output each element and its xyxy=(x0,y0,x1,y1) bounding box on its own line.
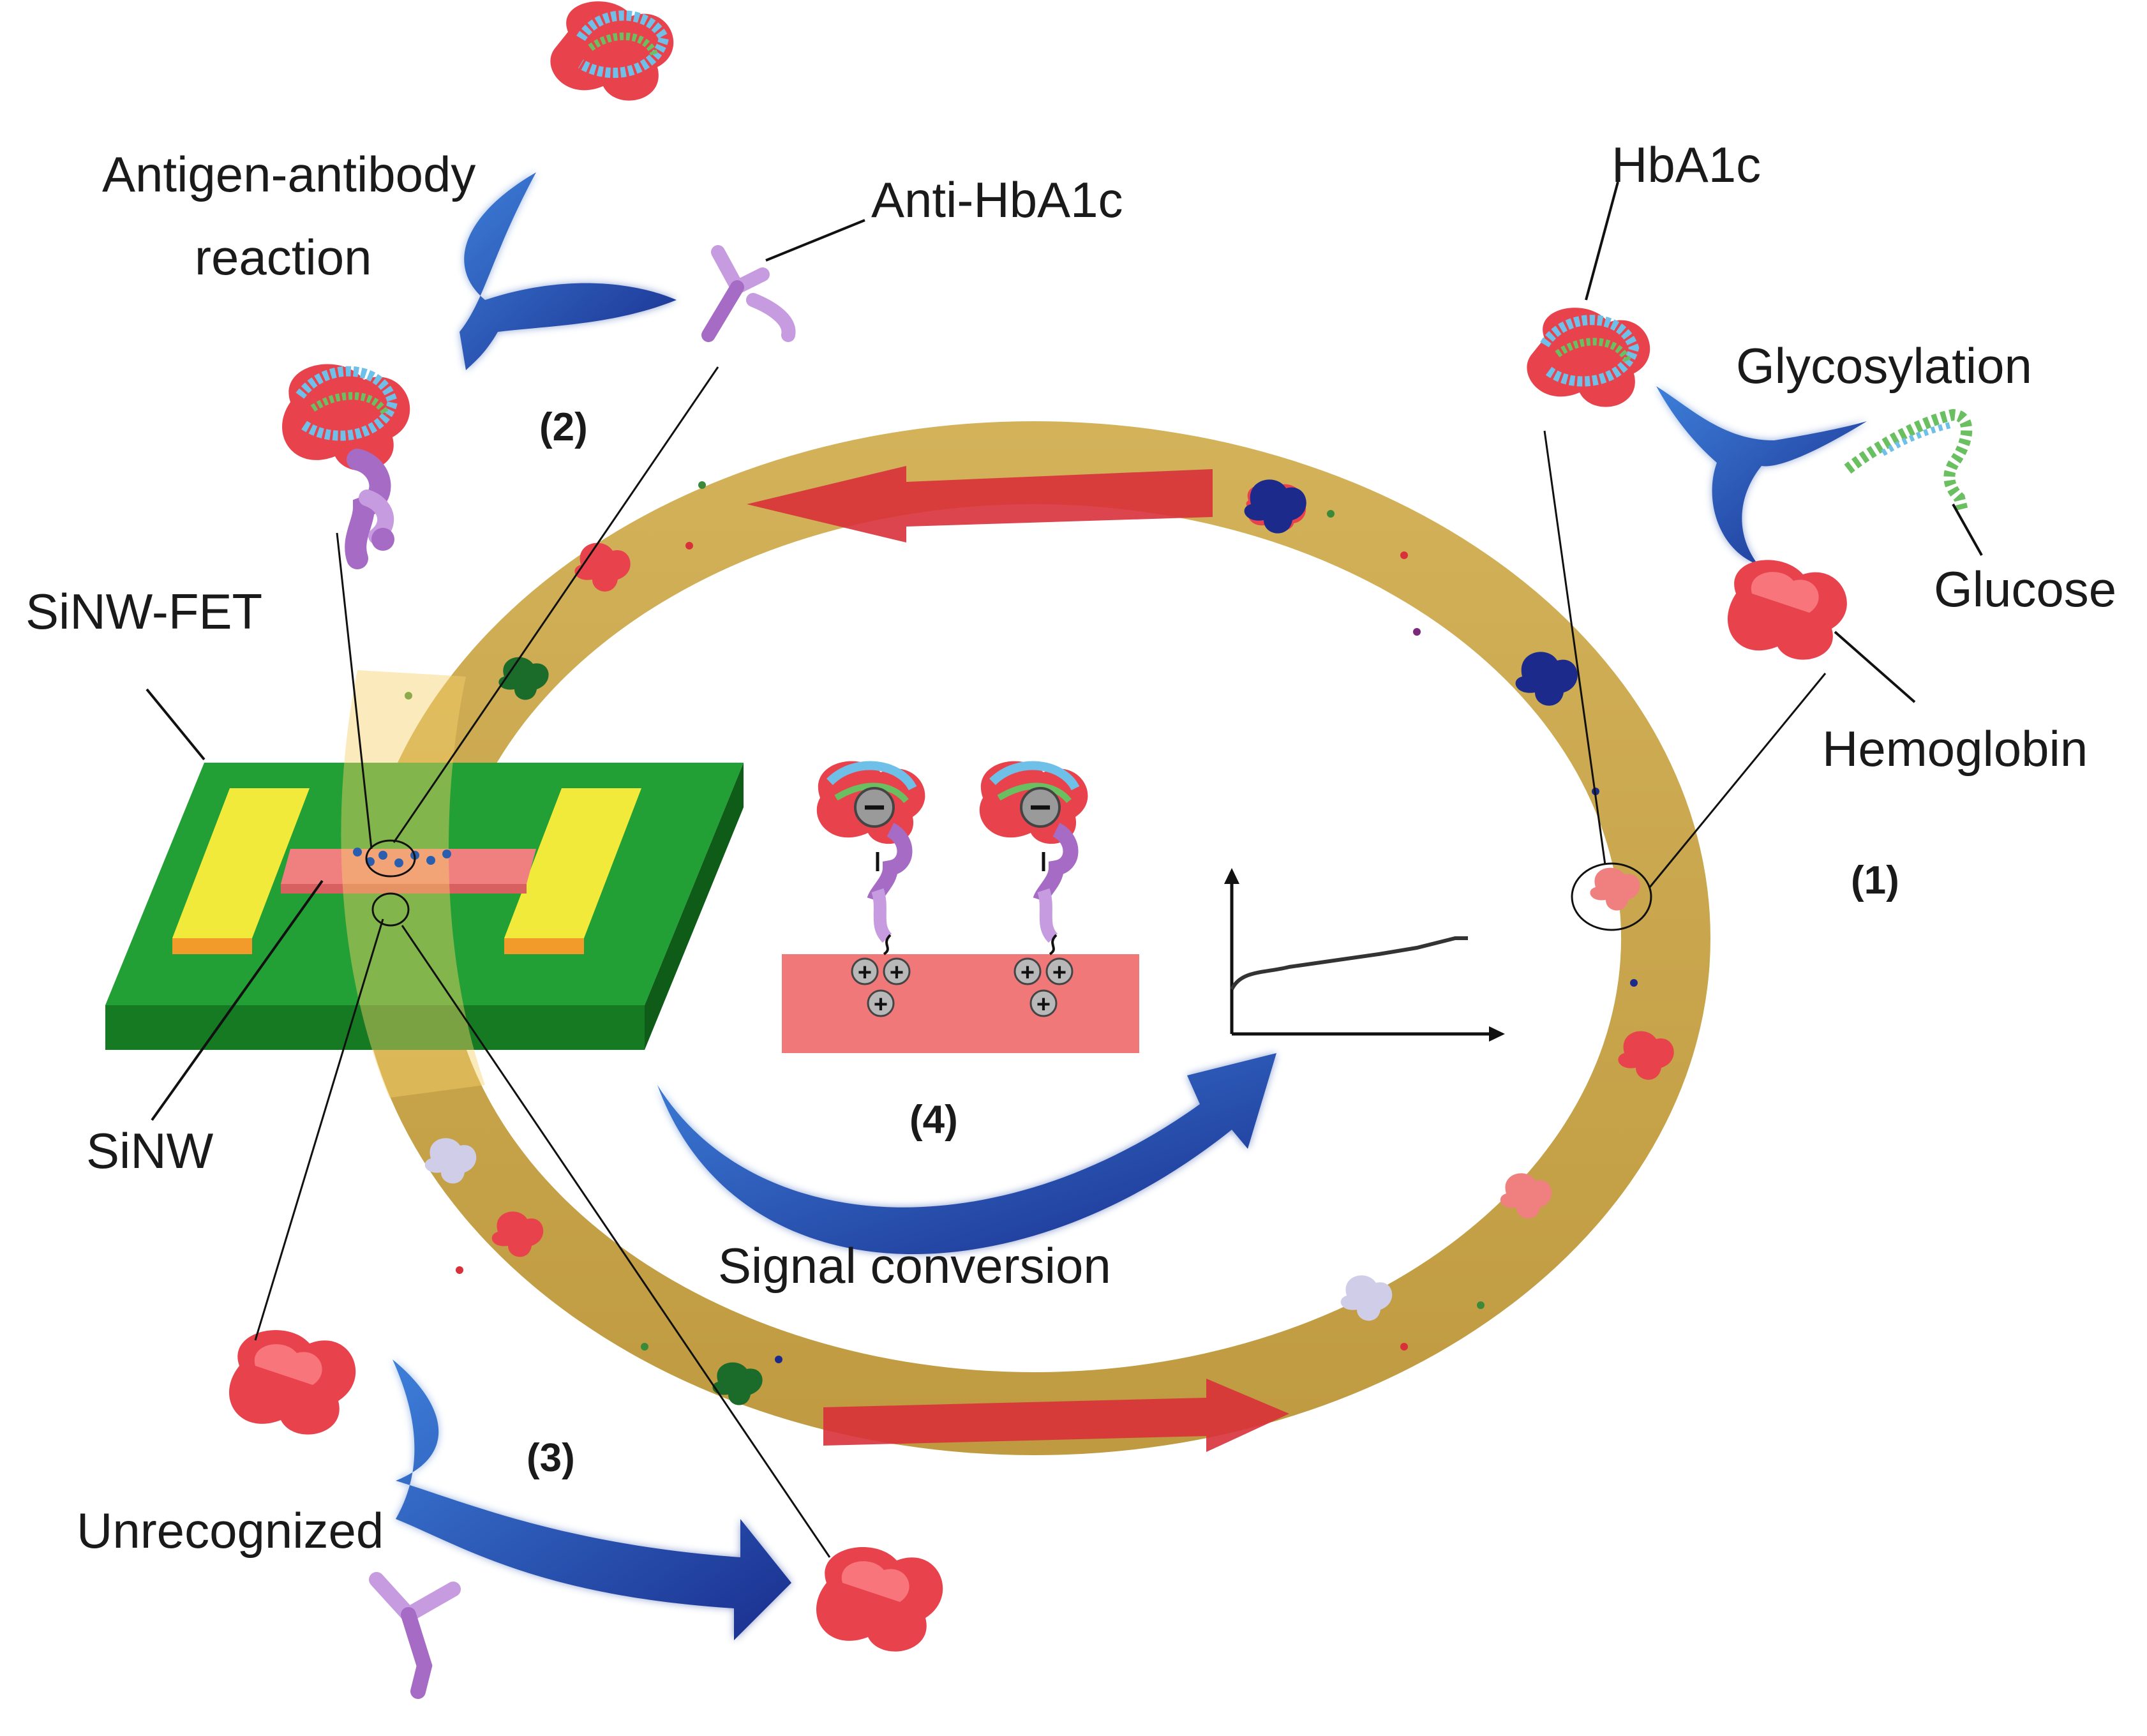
positive-charge: + xyxy=(1052,959,1066,986)
zoom-circle-binding xyxy=(365,839,416,878)
signal-conversion-arrow xyxy=(657,1053,1276,1254)
hemoglobin-molecule xyxy=(1727,560,1847,660)
signal-plot xyxy=(1224,868,1505,1042)
label-hba1c: HbA1c xyxy=(1612,137,1761,193)
positive-charge: + xyxy=(890,959,904,986)
circulation-ring xyxy=(357,421,1710,1455)
positive-charge: + xyxy=(1021,959,1035,986)
label-unrecognized: Unrecognized xyxy=(77,1502,384,1559)
flow-arrow-top xyxy=(747,466,1213,542)
label-anti-hba1c: Anti-HbA1c xyxy=(871,172,1123,228)
signal-zoom-panel: − − + + + + + + xyxy=(782,761,1139,1053)
step-1: (1) xyxy=(1851,858,1899,902)
glycosylation-arrow xyxy=(1656,386,1867,565)
zoom-circle-unbound xyxy=(371,892,410,927)
label-glucose: Glucose xyxy=(1934,561,2116,617)
label-glycosylation: Glycosylation xyxy=(1736,338,2032,394)
step-2: (2) xyxy=(539,405,588,449)
positive-charge: + xyxy=(858,959,872,986)
label-signal-conversion: Signal conversion xyxy=(718,1238,1111,1294)
unrecognized-arrow xyxy=(393,1359,791,1640)
positive-charges: + + + + + + xyxy=(851,957,1074,1018)
step-3: (3) xyxy=(527,1436,575,1480)
label-hemoglobin: Hemoglobin xyxy=(1822,721,2088,777)
hba1c-molecule-right xyxy=(1527,308,1650,407)
zoom-circle-hemoglobin xyxy=(1571,862,1652,931)
negative-charge-1: − xyxy=(863,786,885,828)
unrecognized-antibody xyxy=(369,1572,461,1699)
label-sinw: SiNW xyxy=(86,1123,214,1179)
bound-complex xyxy=(282,364,410,569)
hba1c-molecule-top xyxy=(550,1,674,101)
ring-overlay-chip xyxy=(341,670,485,1098)
antigen-antibody-arrow xyxy=(460,172,677,370)
step-4: (4) xyxy=(909,1098,958,1142)
positive-charge: + xyxy=(874,991,888,1018)
glucose-chain xyxy=(1844,408,1973,513)
label-antigen-antibody: Antigen-antibody xyxy=(102,146,475,202)
anti-hba1c-antibody xyxy=(701,245,796,342)
unrecognized-hemoglobin-right xyxy=(816,1546,943,1652)
negative-charge-2: − xyxy=(1029,786,1051,828)
label-reaction: reaction xyxy=(195,229,372,285)
positive-charge: + xyxy=(1036,991,1051,1018)
unrecognized-hemoglobin-left xyxy=(229,1329,356,1435)
sinw-fet-chip xyxy=(105,763,744,1050)
label-sinw-fet: SiNW-FET xyxy=(26,583,262,640)
flow-arrow-bottom xyxy=(823,1379,1289,1452)
ring-particles xyxy=(405,479,1674,1405)
leader-lines xyxy=(146,181,1983,1558)
